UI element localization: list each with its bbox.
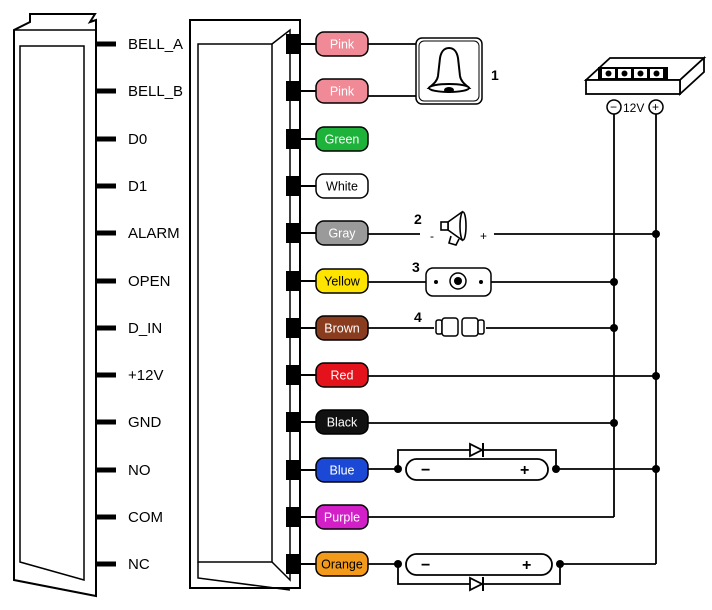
pin-row: ALARM Gray [96, 220, 369, 246]
pin-label: BELL_B [128, 83, 183, 100]
wire-color-label: Purple [324, 511, 360, 525]
bell-icon [426, 46, 472, 93]
connector-slot [286, 34, 300, 54]
pin-row: OPEN Yellow [96, 268, 369, 294]
wire-color-tag [315, 362, 369, 388]
controller-body [13, 13, 97, 598]
pin-row: GND Black [96, 409, 369, 435]
pin-label: +12V [128, 367, 163, 384]
wire-color-tag [315, 173, 369, 199]
psu-neg-label: − [610, 100, 617, 114]
diode-icon [469, 442, 485, 458]
connector-slot [286, 271, 300, 291]
wire-color-label: Red [331, 369, 354, 383]
siren-neg-label: - [430, 229, 434, 243]
siren-icon [440, 210, 467, 246]
siren-callout: 2 [414, 211, 422, 227]
pin-row: BELL_B Pink [96, 78, 369, 104]
electric-lock-no: − + [405, 458, 549, 481]
pin-row: BELL_A Pink [96, 31, 369, 57]
pin-label: COM [128, 509, 163, 526]
push-button-icon [454, 277, 462, 285]
connector-slot [286, 129, 300, 149]
siren-pos-label: + [480, 229, 487, 243]
connector-slot [286, 176, 300, 196]
connector-slot [286, 460, 300, 480]
wire-color-tag [315, 268, 369, 294]
bell-callout: 1 [491, 67, 499, 83]
connector-slot [286, 81, 300, 101]
diode-icon [469, 576, 485, 592]
terminal-block [598, 67, 668, 80]
wire-color-label: Pink [330, 85, 355, 99]
pin-row: D1 White [96, 173, 369, 199]
connector-slot [286, 365, 300, 385]
pin-row: D_IN Brown [96, 315, 369, 341]
pin-label: ALARM [128, 225, 180, 242]
connector-slot [286, 507, 300, 527]
wire-color-label: Pink [330, 38, 355, 52]
exit-button-device: 3 [412, 259, 492, 297]
door-sensor-callout: 4 [414, 309, 422, 325]
lock-no-neg-label: − [421, 462, 430, 479]
wire-color-label: Orange [321, 558, 363, 572]
wire-color-label: Gray [328, 227, 356, 241]
pin-row: NO Blue [96, 457, 369, 483]
wire-color-label: Blue [329, 464, 354, 478]
wire-color-label: White [326, 180, 358, 194]
wire-color-label: Black [327, 416, 358, 430]
door-sensor-device: 4 [414, 309, 485, 337]
pin-row: D0 Green [96, 126, 369, 152]
lock-nc-pos-label: + [522, 557, 531, 574]
connector-housing [189, 19, 301, 591]
wire-color-tag [315, 78, 369, 104]
pin-label: NO [128, 462, 151, 479]
pin-label: GND [128, 414, 162, 431]
connector-slot [286, 318, 300, 338]
pin-label: OPEN [128, 273, 171, 290]
junctions [394, 230, 660, 568]
lock-nc-neg-label: − [421, 557, 430, 574]
psu-voltage-label: 12V [623, 101, 644, 115]
power-supply: − 12V + [583, 55, 707, 115]
pin-label: D0 [128, 131, 147, 148]
wire-color-tag [315, 457, 369, 483]
magnetic-sensor-icon [435, 317, 485, 337]
pin-label: D_IN [128, 320, 162, 337]
psu-pos-label: + [652, 100, 659, 114]
siren-device: 2 - + [414, 210, 487, 246]
bell-device: 1 [415, 37, 499, 105]
lock-no-pos-label: + [520, 462, 529, 479]
connector-slot [286, 223, 300, 243]
exit-button-callout: 3 [412, 259, 420, 275]
connector-slot [286, 554, 300, 574]
electric-lock-nc: − + [405, 553, 553, 576]
pin-label: BELL_A [128, 36, 183, 53]
wire-color-label: Yellow [324, 275, 361, 289]
pin-label: D1 [128, 178, 147, 195]
wiring [368, 43, 657, 585]
pin-row: NC Orange [96, 551, 369, 577]
pin-row: +12V Red [96, 362, 369, 388]
pin-label: NC [128, 556, 150, 573]
wire-color-tag [315, 409, 369, 435]
wire-color-label: Green [325, 133, 360, 147]
wire-color-label: Brown [324, 322, 359, 336]
wire-color-tag [315, 220, 369, 246]
wire-color-tag [315, 126, 369, 152]
connector-slot [286, 412, 300, 432]
pin-row: COM Purple [96, 504, 369, 530]
